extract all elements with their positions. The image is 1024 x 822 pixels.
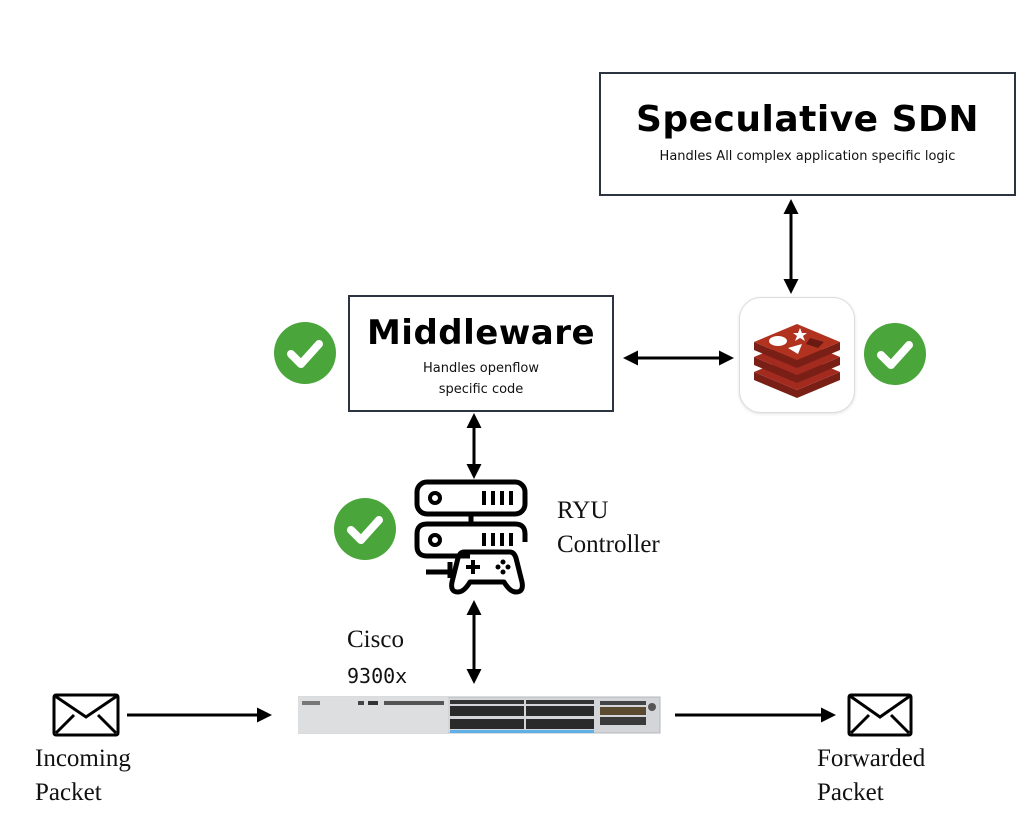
incoming-label-line1: Incoming [35,745,131,772]
switch-ports-block-1 [450,700,524,729]
middleware-title: Middleware [366,313,596,353]
server-gamepad-icon [414,479,528,595]
switch-ports-block-2 [526,700,594,729]
switch-label-line2: 9300x [347,664,408,688]
middleware-box: Middleware Handles openflow specific cod… [348,295,614,412]
incoming-label-line2: Packet [35,779,102,806]
network-switch-icon [298,696,661,734]
redis-tile [739,297,855,413]
forwarded-label-line1: Forwarded [817,745,926,772]
speculative-sdn-title: Speculative SDN [635,99,980,140]
ryu-label-line2: Controller [557,531,660,558]
switch-sfp-block [600,701,646,725]
incoming-envelope-icon [52,693,120,737]
switch-label-line1: Cisco [347,626,404,653]
redis-logo-icon [754,324,840,398]
speculative-sdn-box: Speculative SDN Handles All complex appl… [599,72,1016,196]
forwarded-label-line2: Packet [817,779,884,806]
forwarded-envelope-icon [847,693,913,737]
middleware-subtitle-line1: Handles openflow [423,361,539,376]
redis-check-icon [864,323,926,385]
ryu-check-icon [334,498,396,560]
middleware-check-icon [274,322,336,384]
middleware-subtitle-line2: specific code [438,382,524,397]
speculative-sdn-subtitle: Handles All complex application specific… [659,149,956,164]
ryu-label-line1: RYU [557,497,609,524]
